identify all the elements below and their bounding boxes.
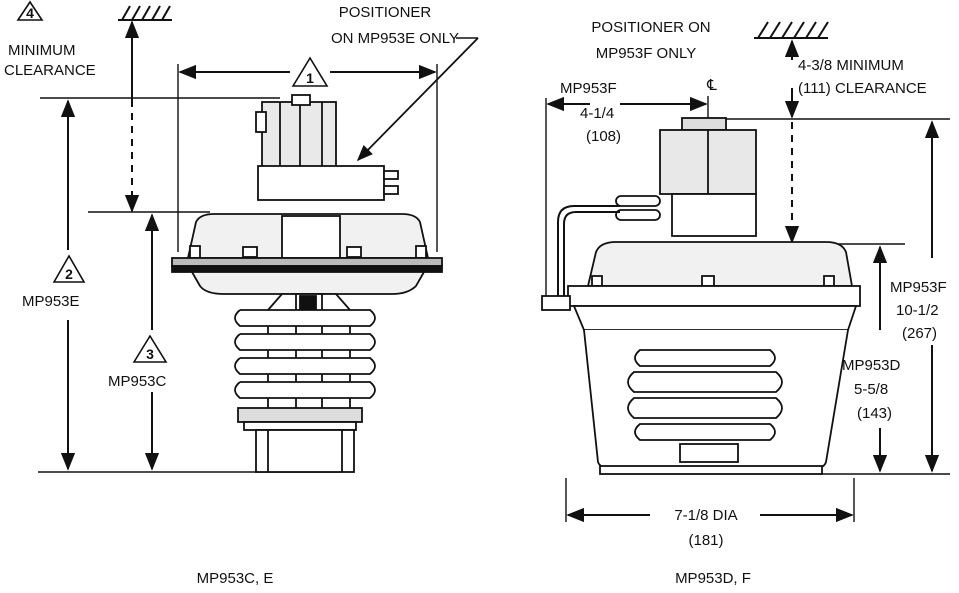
right-height-f-mm: (267) [902, 325, 937, 342]
left-positioner-note-line1: POSITIONER [339, 4, 432, 21]
right-clearance-mm-label: (111) CLEARANCE [798, 80, 927, 97]
left-minimum-label: MINIMUM [8, 42, 76, 59]
callout-3-number: 3 [146, 346, 154, 362]
right-ceiling-hatch [754, 21, 829, 39]
centerline-symbol: ℄ [706, 77, 717, 94]
left-clearance-label: CLEARANCE [4, 62, 96, 79]
right-actuator-view: POSITIONER ON MP953F ONLY ℄ MP953F 4-1/4… [541, 19, 950, 587]
right-height-d-model: MP953D [842, 357, 901, 374]
callout-3-triangle: 3 [132, 334, 168, 363]
callout-4-number: 4 [26, 5, 34, 21]
right-positioner-note-line1: POSITIONER ON [591, 19, 710, 36]
right-height-d-inch: 5-5/8 [854, 381, 888, 398]
right-height-d-mm: (143) [857, 405, 892, 422]
right-dia-label: 7-1/8 DIA [674, 507, 737, 524]
callout-4-triangle: 4 [16, 0, 44, 21]
right-actuator-body [541, 117, 861, 475]
left-actuator-view: 4 MINIMUM CLEARANCE 1 POSITIONER ON MP95… [4, 0, 479, 587]
right-clearance-inch-label: 4-3/8 MINIMUM [798, 57, 904, 74]
left-height-c-label: MP953C [108, 373, 167, 390]
callout-1-number: 1 [306, 70, 314, 86]
right-positioner-note-line2: MP953F ONLY [596, 45, 697, 62]
callout-2-number: 2 [65, 266, 73, 282]
right-height-f-model: MP953F [890, 279, 947, 296]
left-positioner-note-line2: ON MP953E ONLY [331, 30, 459, 47]
callout-1-triangle: 1 [291, 56, 329, 87]
right-offset-inch: 4-1/4 [580, 105, 614, 122]
right-dia-mm: (181) [688, 532, 723, 549]
callout-2-triangle: 2 [52, 254, 86, 283]
right-caption: MP953D, F [675, 570, 751, 587]
left-actuator-body [171, 94, 443, 473]
right-offset-mm: (108) [586, 128, 621, 145]
right-offset-model: MP953F [560, 80, 617, 97]
left-height-e-label: MP953E [22, 293, 80, 310]
left-ceiling-hatch [118, 5, 172, 21]
right-height-f-inch: 10-1/2 [896, 302, 939, 319]
left-positioner-leader-arrow [356, 37, 479, 162]
left-caption: MP953C, E [197, 570, 274, 587]
